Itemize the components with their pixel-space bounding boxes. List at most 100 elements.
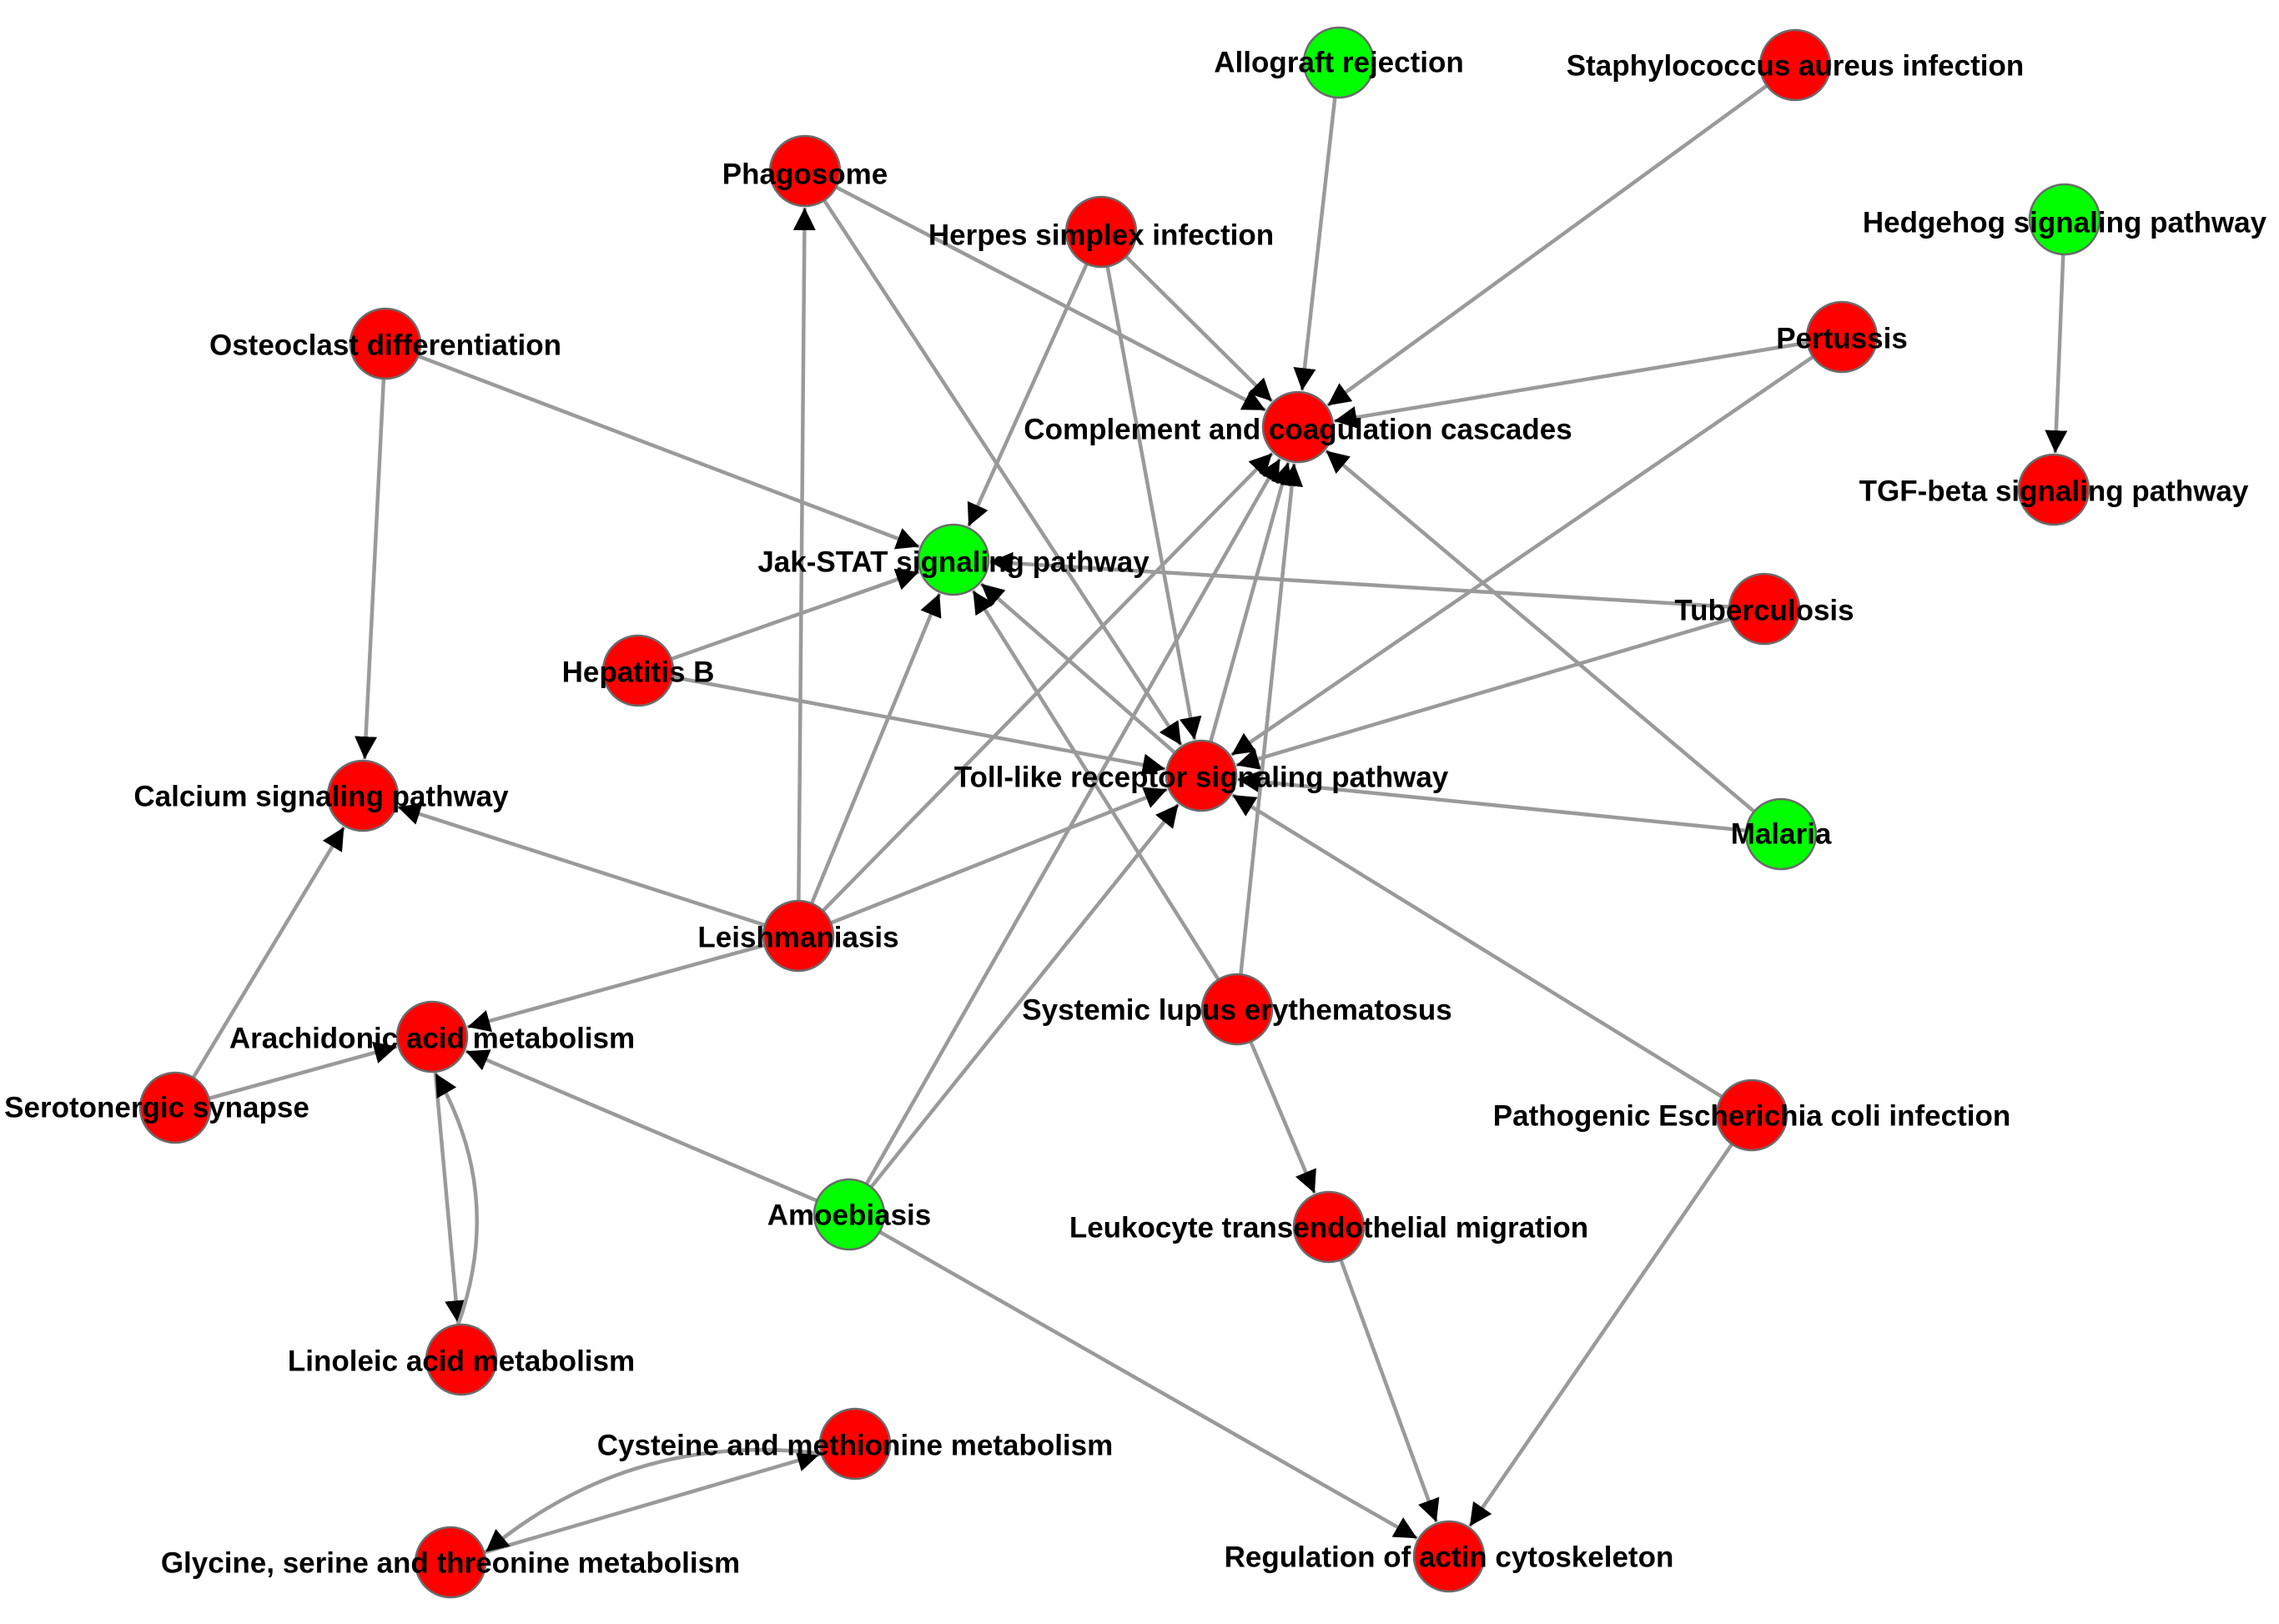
node-label-hepatitisb: Hepatitis B: [562, 656, 715, 689]
node-label-linoleic: Linoleic acid metabolism: [288, 1345, 635, 1378]
node-circle-herpes: [1064, 195, 1138, 269]
node-herpes: Herpes simplex infection: [928, 195, 1274, 269]
node-circle-staph: [1758, 28, 1832, 102]
node-circle-serotonergic: [138, 1071, 212, 1144]
edge-malaria-to-tlr: [1237, 770, 1747, 833]
node-tgfbeta: TGF-beta signaling pathway: [1859, 453, 2249, 526]
node-tlr: Toll-like receptor signaling pathway: [954, 739, 1449, 812]
node-circle-hedgehog: [2028, 183, 2101, 256]
edge-amoebiasis-to-arachidonic: [465, 1049, 818, 1203]
node-label-phagosome: Phagosome: [722, 158, 888, 191]
node-label-tuberculosis: Tuberculosis: [1674, 595, 1854, 627]
node-circle-phagosome: [768, 134, 842, 208]
node-circle-tuberculosis: [1728, 572, 1801, 646]
edge-pertussis-to-tlr: [1230, 354, 1814, 757]
node-hedgehog: Hedgehog signaling pathway: [1863, 183, 2267, 256]
edge-herpes-to-jakstat: [967, 263, 1089, 527]
edge-leukocyte-to-actin: [1339, 1259, 1440, 1523]
node-circle-osteoclast: [349, 307, 422, 380]
node-linoleic: Linoleic acid metabolism: [288, 1323, 635, 1396]
node-label-osteoclast: Osteoclast differentiation: [209, 329, 561, 362]
node-label-arachidonic: Arachidonic acid metabolism: [229, 1023, 635, 1055]
node-circle-tgfbeta: [2017, 453, 2090, 526]
node-circle-actin: [1412, 1520, 1486, 1593]
node-glycine: Glycine, serine and threonine metabolism: [161, 1526, 740, 1599]
node-label-staph: Staphylococcus aureus infection: [1567, 50, 2024, 83]
node-circle-sle: [1200, 973, 1274, 1046]
node-tuberculosis: Tuberculosis: [1674, 572, 1854, 646]
node-label-leishmaniasis: Leishmaniasis: [697, 922, 898, 954]
node-circle-leukocyte: [1292, 1190, 1366, 1264]
edge-herpes-to-complement: [1124, 254, 1274, 403]
node-jakstat: Jak-STAT signaling pathway: [757, 523, 1150, 596]
edge-tuberculosis-to-jakstat: [989, 551, 1730, 609]
edge-hedgehog-to-tgfbeta: [2045, 254, 2068, 454]
node-calcium: Calcium signaling pathway: [133, 759, 509, 832]
node-label-herpes: Herpes simplex infection: [928, 219, 1274, 252]
node-complement: Complement and coagulation cascades: [1024, 390, 1572, 464]
node-staph: Staphylococcus aureus infection: [1567, 28, 2024, 102]
edge-staph-to-complement: [1326, 83, 1768, 407]
node-label-leukocyte: Leukocyte transendothelial migration: [1069, 1212, 1588, 1244]
node-label-glycine: Glycine, serine and threonine metabolism: [161, 1547, 740, 1580]
edge-cysteine-to-glycine: [484, 1448, 822, 1554]
node-label-hedgehog: Hedgehog signaling pathway: [1863, 207, 2267, 239]
edge-leishmaniasis-to-complement: [821, 451, 1274, 913]
node-hepatitisb: Hepatitis B: [562, 634, 715, 707]
edge-leishmaniasis-to-phagosome: [792, 207, 816, 902]
node-circle-pertussis: [1805, 300, 1879, 374]
node-circle-amoebiasis: [812, 1178, 886, 1251]
edge-glycine-to-cysteine: [483, 1449, 821, 1555]
node-label-pertussis: Pertussis: [1776, 323, 1908, 355]
edge-amoebiasis-to-actin: [878, 1229, 1418, 1541]
edge-leishmaniasis-to-arachidonic: [466, 943, 766, 1033]
edge-ecoli-to-actin: [1468, 1143, 1734, 1527]
edge-ecoli-to-tlr: [1231, 793, 1723, 1099]
edge-osteoclast-to-calcium: [355, 378, 386, 760]
edge-leishmaniasis-to-calcium: [397, 802, 766, 928]
edge-tuberculosis-to-tlr: [1235, 616, 1732, 770]
edge-herpes-to-tlr: [1105, 265, 1202, 741]
edge-linoleic-to-arachidonic: [434, 1072, 479, 1325]
node-circle-leishmaniasis: [762, 899, 835, 973]
node-phagosome: Phagosome: [722, 134, 888, 208]
node-circle-tlr: [1165, 739, 1238, 812]
node-label-serotonergic: Serotonergic synapse: [4, 1092, 309, 1124]
edge-arachidonic-to-linoleic: [433, 1071, 468, 1324]
edge-sle-to-leukocyte: [1249, 1040, 1316, 1194]
node-circle-ecoli: [1715, 1078, 1788, 1152]
node-sle: Systemic lupus erythematosus: [1022, 973, 1452, 1046]
node-circle-linoleic: [425, 1323, 498, 1396]
node-label-amoebiasis: Amoebiasis: [767, 1199, 931, 1232]
edge-pertussis-to-complement: [1334, 340, 1808, 429]
node-leishmaniasis: Leishmaniasis: [697, 899, 899, 973]
node-label-sle: Systemic lupus erythematosus: [1022, 994, 1451, 1027]
edge-phagosome-to-tlr: [823, 199, 1183, 747]
node-label-complement: Complement and coagulation cascades: [1024, 414, 1572, 446]
node-arachidonic: Arachidonic acid metabolism: [229, 1000, 635, 1073]
node-label-calcium: Calcium signaling pathway: [133, 781, 509, 813]
edge-serotonergic-to-arachidonic: [208, 1041, 398, 1100]
edge-amoebiasis-to-complement: [864, 458, 1282, 1185]
node-actin: Regulation of actin cytoskeleton: [1225, 1520, 1674, 1593]
edge-malaria-to-complement: [1325, 449, 1756, 813]
edge-tlr-to-complement: [1209, 461, 1294, 743]
node-label-malaria: Malaria: [1731, 818, 1832, 851]
node-circle-complement: [1261, 390, 1335, 464]
node-ecoli: Pathogenic Escherichia coli infection: [1493, 1078, 2010, 1152]
node-circle-glycine: [414, 1526, 487, 1599]
edge-hepatitisb-to-jakstat: [670, 568, 920, 661]
edge-tlr-to-jakstat: [979, 582, 1176, 755]
node-leukocyte: Leukocyte transendothelial migration: [1069, 1190, 1588, 1264]
node-amoebiasis: Amoebiasis: [767, 1178, 931, 1251]
edge-serotonergic-to-calcium: [191, 826, 346, 1079]
node-label-actin: Regulation of actin cytoskeleton: [1225, 1541, 1674, 1574]
node-label-ecoli: Pathogenic Escherichia coli infection: [1493, 1100, 2010, 1133]
node-label-jakstat: Jak-STAT signaling pathway: [757, 546, 1150, 579]
edge-hepatitisb-to-tlr: [672, 675, 1166, 777]
edge-allograft-to-complement: [1293, 97, 1337, 391]
edge-leishmaniasis-to-jakstat: [809, 592, 942, 905]
node-circle-calcium: [326, 759, 400, 832]
